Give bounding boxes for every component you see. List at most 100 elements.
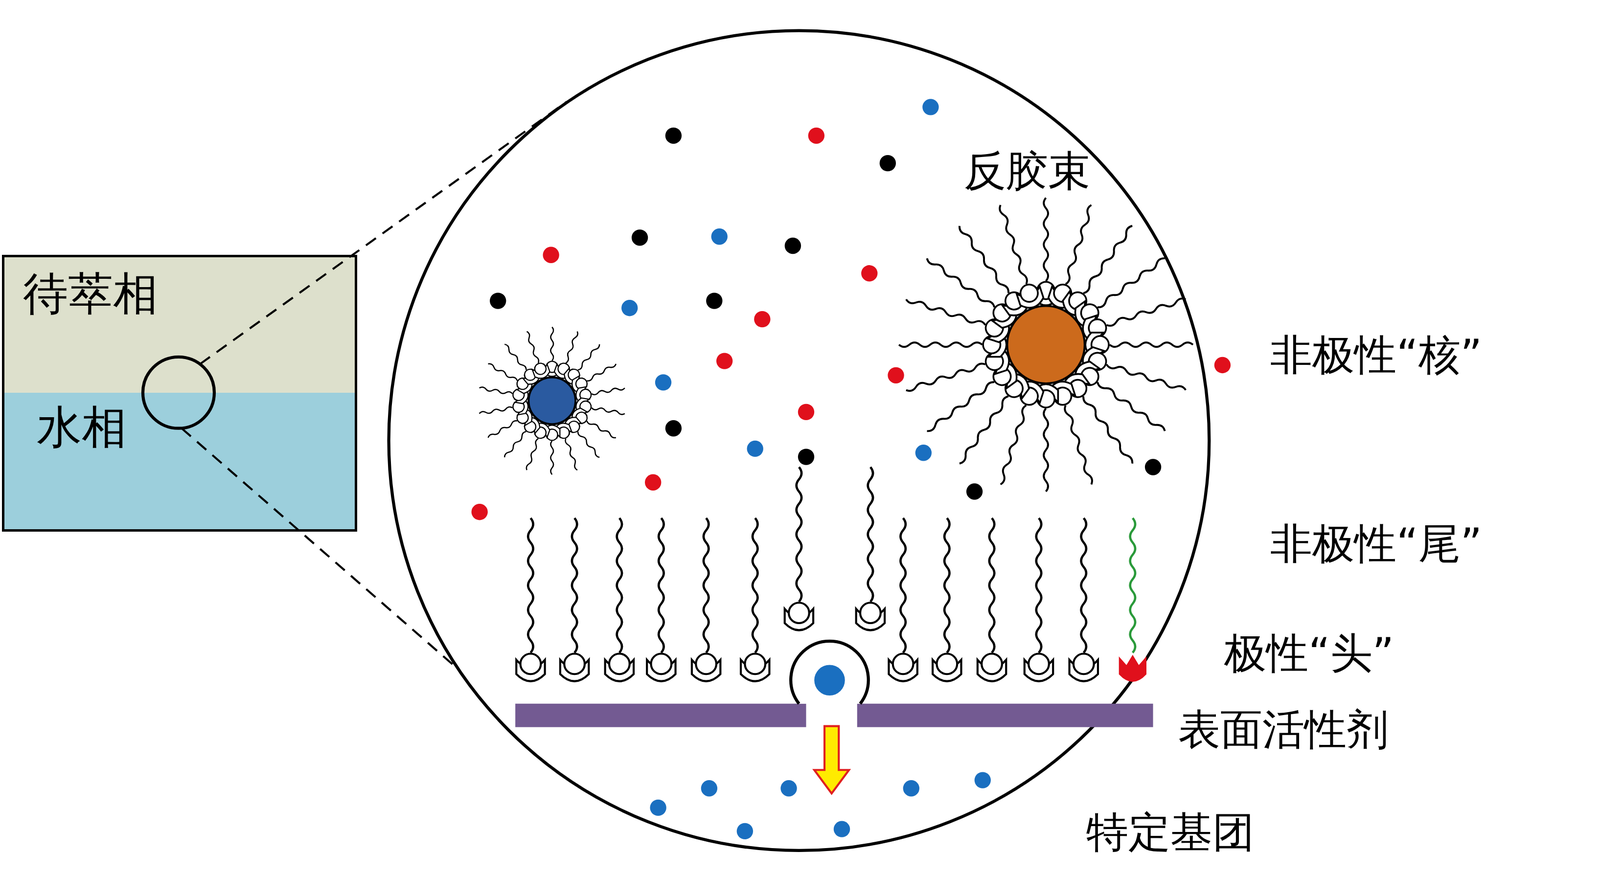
zoom-line: [200, 102, 567, 365]
polar-head: [546, 361, 558, 373]
polar-head: [892, 654, 914, 675]
surfactant: [561, 414, 606, 463]
surfactant: [560, 518, 589, 682]
polar-head: [1051, 282, 1074, 305]
surfactant: [1079, 345, 1190, 402]
micelle-core: [1006, 306, 1085, 384]
polar-head: [651, 654, 672, 675]
polar-head: [515, 387, 530, 405]
polar-head: [578, 388, 593, 402]
polar-head: [514, 376, 530, 392]
polar-head: [516, 660, 545, 682]
nonpolar-tail: [591, 386, 626, 396]
polar-head: [516, 406, 535, 427]
capture-arc: [790, 641, 869, 705]
polar-head: [1046, 378, 1076, 404]
polar-head: [989, 364, 1015, 389]
polar-head: [556, 361, 571, 376]
nonpolar-tail: [1081, 394, 1135, 465]
nonpolar-tail: [571, 518, 577, 653]
polar-head: [1059, 291, 1090, 320]
polar-head: [1091, 336, 1109, 354]
surfactant: [932, 518, 961, 682]
phase-label: 水相: [36, 401, 127, 454]
surfactant-row: [516, 467, 1146, 682]
surfactant: [740, 518, 770, 682]
molecule-dot: [780, 780, 797, 797]
surfactant: [1070, 248, 1172, 332]
nonpolar-tail: [796, 467, 802, 602]
surfactant: [919, 358, 1022, 441]
polar-head: [1002, 376, 1027, 402]
molecule-dot: [798, 448, 815, 465]
surfactant: [1033, 197, 1059, 306]
surfactant: [888, 518, 917, 682]
nonpolar-tail: [752, 518, 758, 653]
nonpolar-tail: [586, 419, 617, 439]
molecule-dot: [701, 780, 718, 797]
surfactant: [484, 357, 535, 396]
molecule-dot: [644, 474, 662, 491]
polar-head: [1065, 376, 1091, 402]
polar-head: [992, 358, 1022, 389]
nonpolar-tail: [550, 327, 554, 362]
reverse-micelles: [478, 197, 1193, 492]
molecule-dot: [966, 483, 983, 500]
nonpolar-tail: [487, 363, 518, 383]
molecule-dot: [736, 823, 754, 840]
surfactant: [498, 414, 543, 463]
molecule-dot: [711, 228, 728, 245]
polar-head: [856, 609, 885, 631]
polar-head: [574, 397, 590, 415]
nonpolar-tail: [703, 518, 709, 653]
polar-head: [784, 609, 814, 631]
surfactant: [569, 357, 620, 396]
phase-band: 待萃相: [1, 254, 358, 393]
molecule-dot: [489, 292, 506, 309]
polar-head: [1070, 358, 1100, 389]
polar-head: [1069, 660, 1098, 682]
polar-head: [1002, 369, 1033, 399]
surfactant: [544, 327, 560, 377]
polar-head: [566, 418, 582, 435]
target-group: [814, 664, 846, 696]
surfactant: [1085, 332, 1193, 358]
polar-head: [1086, 350, 1109, 373]
surfactant: [478, 397, 530, 422]
polar-head: [1002, 291, 1033, 320]
nonpolar-tail: [989, 518, 995, 653]
nonpolar-tail: [617, 518, 622, 653]
polar-head: [1051, 385, 1074, 408]
part-label: 非极性“尾”: [1270, 519, 1483, 569]
surfactant: [977, 518, 1006, 682]
nonpolar-tail: [487, 419, 518, 439]
polar-head: [888, 660, 917, 682]
nonpolar-tail: [1081, 224, 1135, 295]
molecule-dot: [747, 440, 764, 458]
nonpolar-tail: [1043, 197, 1049, 281]
nonpolar-tail: [1043, 408, 1049, 492]
polar-head: [573, 376, 590, 392]
part-label: 极性“头”: [1224, 629, 1395, 678]
surfactant: [646, 518, 676, 682]
polar-head: [573, 410, 590, 426]
surfactant: [949, 218, 1033, 320]
polar-head: [512, 388, 526, 402]
polar-head: [1046, 286, 1076, 312]
nonpolar-tail: [905, 297, 987, 328]
polar-head: [520, 654, 542, 675]
surfactant: [574, 397, 627, 422]
polar-head: [1016, 286, 1046, 312]
nonpolar-tail: [503, 430, 528, 458]
surfactant: [988, 378, 1046, 489]
zoom-line: [181, 428, 516, 720]
molecule-dot: [887, 367, 904, 384]
nonpolar-tail: [1036, 518, 1042, 653]
nonpolar-tail: [1063, 404, 1094, 486]
molecule-dot: [784, 237, 801, 254]
surfactant: [902, 287, 1012, 344]
nonpolar-tail: [527, 518, 533, 653]
nonpolar-tail: [1130, 518, 1136, 653]
polar-head: [989, 300, 1015, 326]
polar-head: [1028, 654, 1050, 675]
